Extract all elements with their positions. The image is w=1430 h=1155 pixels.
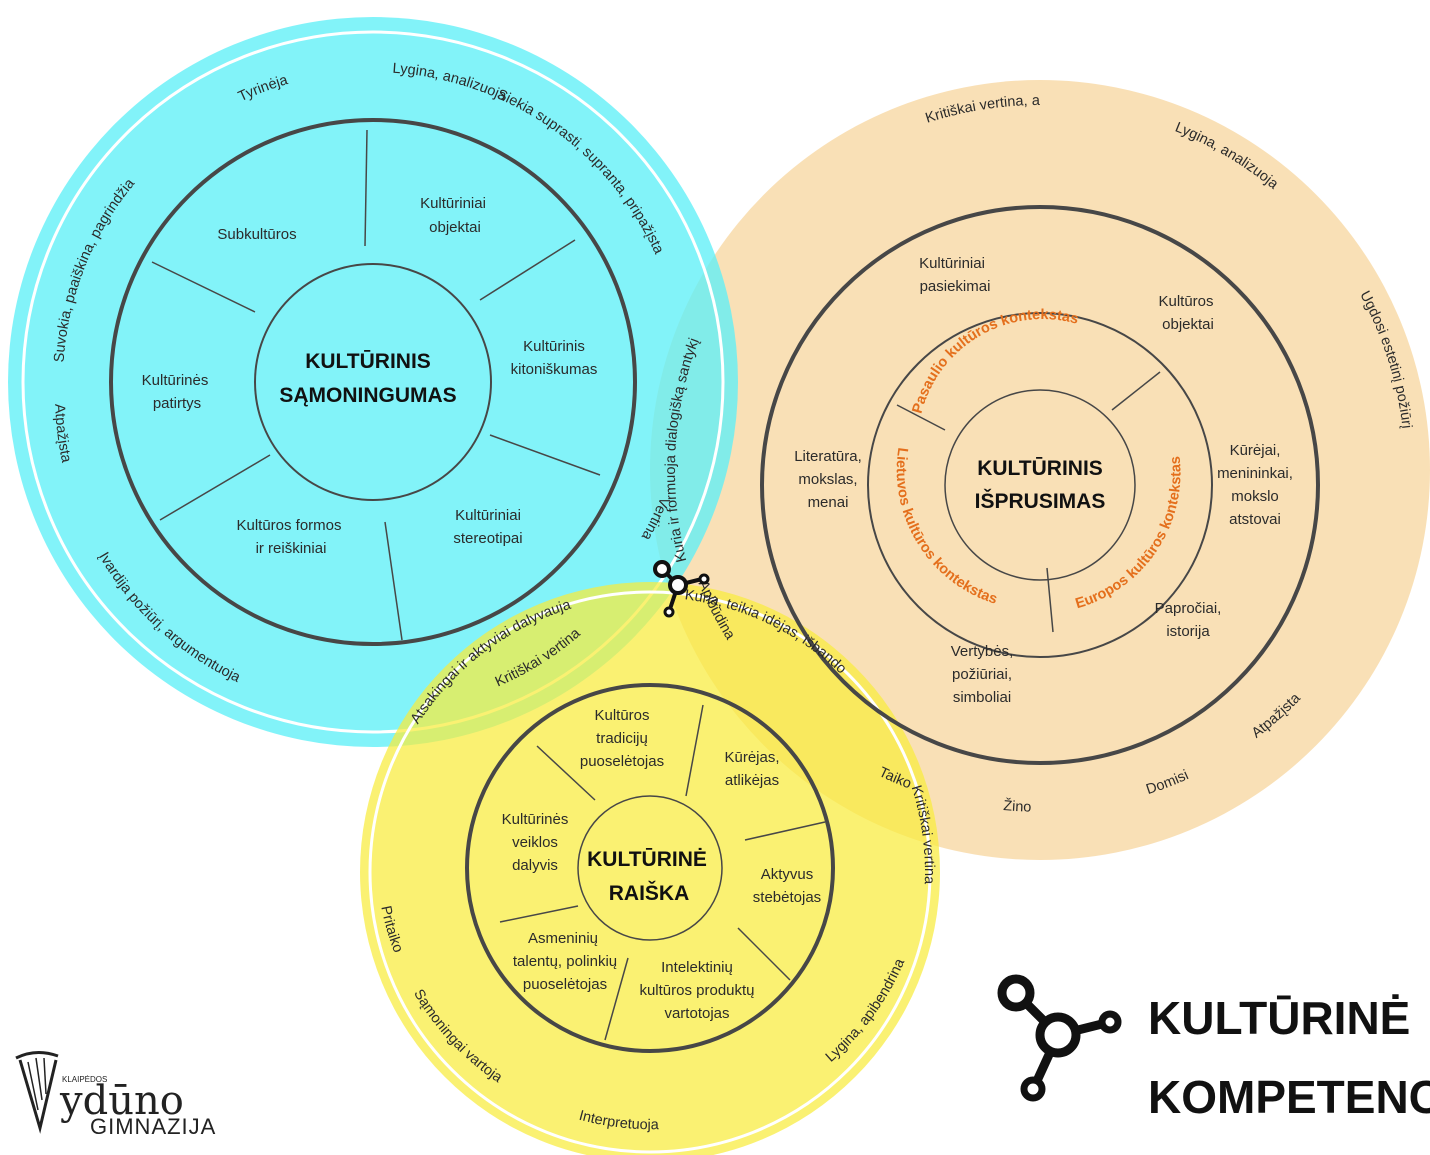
segment-label: stereotipai	[453, 530, 522, 547]
harp-icon	[15, 1051, 59, 1134]
svg-text:KULTŪRINĖ: KULTŪRINĖ	[1148, 992, 1410, 1044]
segment-label: puoselėtojas	[580, 753, 664, 770]
isprusimas-rings	[760, 205, 1320, 765]
segment-label: atstovai	[1229, 511, 1281, 528]
segment-label: istorija	[1166, 623, 1210, 640]
segment-label: Kultūriniai	[420, 195, 486, 212]
segment-label: Subkultūros	[217, 226, 296, 243]
svg-text:SĄMONINGUMAS: SĄMONINGUMAS	[279, 384, 456, 407]
svg-text:KULTŪRINIS: KULTŪRINIS	[305, 350, 431, 373]
school-logo: KLAIPĖDOS ydūno GIMNAZIJA	[15, 1051, 216, 1139]
cyan-circle	[8, 17, 738, 747]
segment-label: Kultūrinės	[502, 811, 569, 828]
segment-label: mokslas,	[798, 471, 857, 488]
segment-label: Kultūriniai	[919, 255, 985, 272]
segment-label: kitoniškumas	[511, 361, 598, 378]
segment-label: Kultūrinis	[523, 338, 585, 355]
segment-label: simboliai	[953, 689, 1011, 706]
outer-label: Žino	[1003, 797, 1032, 815]
segment-label: Kultūros	[594, 707, 649, 724]
segment-label: požiūriai,	[952, 666, 1012, 683]
svg-text:KULTŪRINIS: KULTŪRINIS	[977, 457, 1103, 480]
segment-label: patirtys	[153, 395, 201, 412]
segment-label: Aktyvus	[761, 866, 814, 883]
segment-label: veiklos	[512, 834, 558, 851]
isprusimas-title: KULTŪRINIS IŠPRUSIMAS	[975, 457, 1106, 513]
segment-label: puoselėtojas	[523, 976, 607, 993]
segment-label: Kultūros	[1158, 293, 1213, 310]
molecule-icon	[653, 560, 710, 618]
segment-label: mokslo	[1231, 488, 1279, 505]
svg-text:KOMPETENCIJA: KOMPETENCIJA	[1148, 1071, 1430, 1123]
segment-label: Kultūros formos	[236, 517, 341, 534]
segment-label: Kultūriniai	[455, 507, 521, 524]
samoningumas-rings	[109, 118, 637, 646]
raiska-title: KULTŪRINĖ RAIŠKA	[587, 848, 707, 905]
segment-label: Intelektinių	[661, 959, 733, 976]
segment-label: kultūros produktų	[639, 982, 754, 999]
segment-label: stebėtojas	[753, 889, 821, 906]
segment-label: menai	[808, 494, 849, 511]
samoningumas-title: KULTŪRINIS SĄMONINGUMAS	[279, 350, 456, 407]
svg-text:GIMNAZIJA: GIMNAZIJA	[90, 1114, 216, 1139]
raiska-rings	[465, 683, 835, 1053]
samoningumas-segments: Kultūriniai objektai Kultūrinis kitonišk…	[142, 195, 598, 557]
raiska-segments: Kultūros tradicijų puoselėtojas Kūrėjas,…	[502, 707, 822, 1022]
segment-label: Kūrėjas,	[724, 749, 779, 766]
segment-label: vartotojas	[664, 1005, 729, 1022]
svg-text:KLAIPĖDOS: KLAIPĖDOS	[62, 1075, 107, 1084]
segment-label: objektai	[1162, 316, 1214, 333]
svg-text:RAIŠKA: RAIŠKA	[609, 881, 690, 905]
svg-text:KULTŪRINĖ: KULTŪRINĖ	[587, 848, 707, 871]
segment-label: Vertybės,	[951, 643, 1014, 660]
brand-title: KULTŪRINĖ KOMPETENCIJA	[1148, 992, 1430, 1123]
segment-label: Papročiai,	[1155, 600, 1222, 617]
segment-label: talentų, polinkių	[513, 953, 617, 970]
segment-label: menininkai,	[1217, 465, 1293, 482]
brand-molecule-icon	[997, 974, 1122, 1102]
segment-label: pasiekimai	[920, 278, 991, 295]
svg-text:ydūno: ydūno	[59, 1078, 184, 1124]
segment-label: atlikėjas	[725, 772, 779, 789]
segment-label: Kūrėjai,	[1230, 442, 1281, 459]
segment-label: tradicijų	[596, 730, 648, 747]
segment-label: objektai	[429, 219, 481, 236]
yellow-circle	[360, 582, 940, 1155]
svg-text:IŠPRUSIMAS: IŠPRUSIMAS	[975, 489, 1106, 513]
segment-label: Asmeninių	[528, 930, 598, 947]
segment-label: ir reiškiniai	[256, 540, 327, 557]
isprusimas-segments: Kultūriniai pasiekimai Kultūros objektai…	[794, 255, 1293, 706]
segment-label: Literatūra,	[794, 448, 862, 465]
segment-label: dalyvis	[512, 857, 558, 874]
segment-label: Kultūrinės	[142, 372, 209, 389]
